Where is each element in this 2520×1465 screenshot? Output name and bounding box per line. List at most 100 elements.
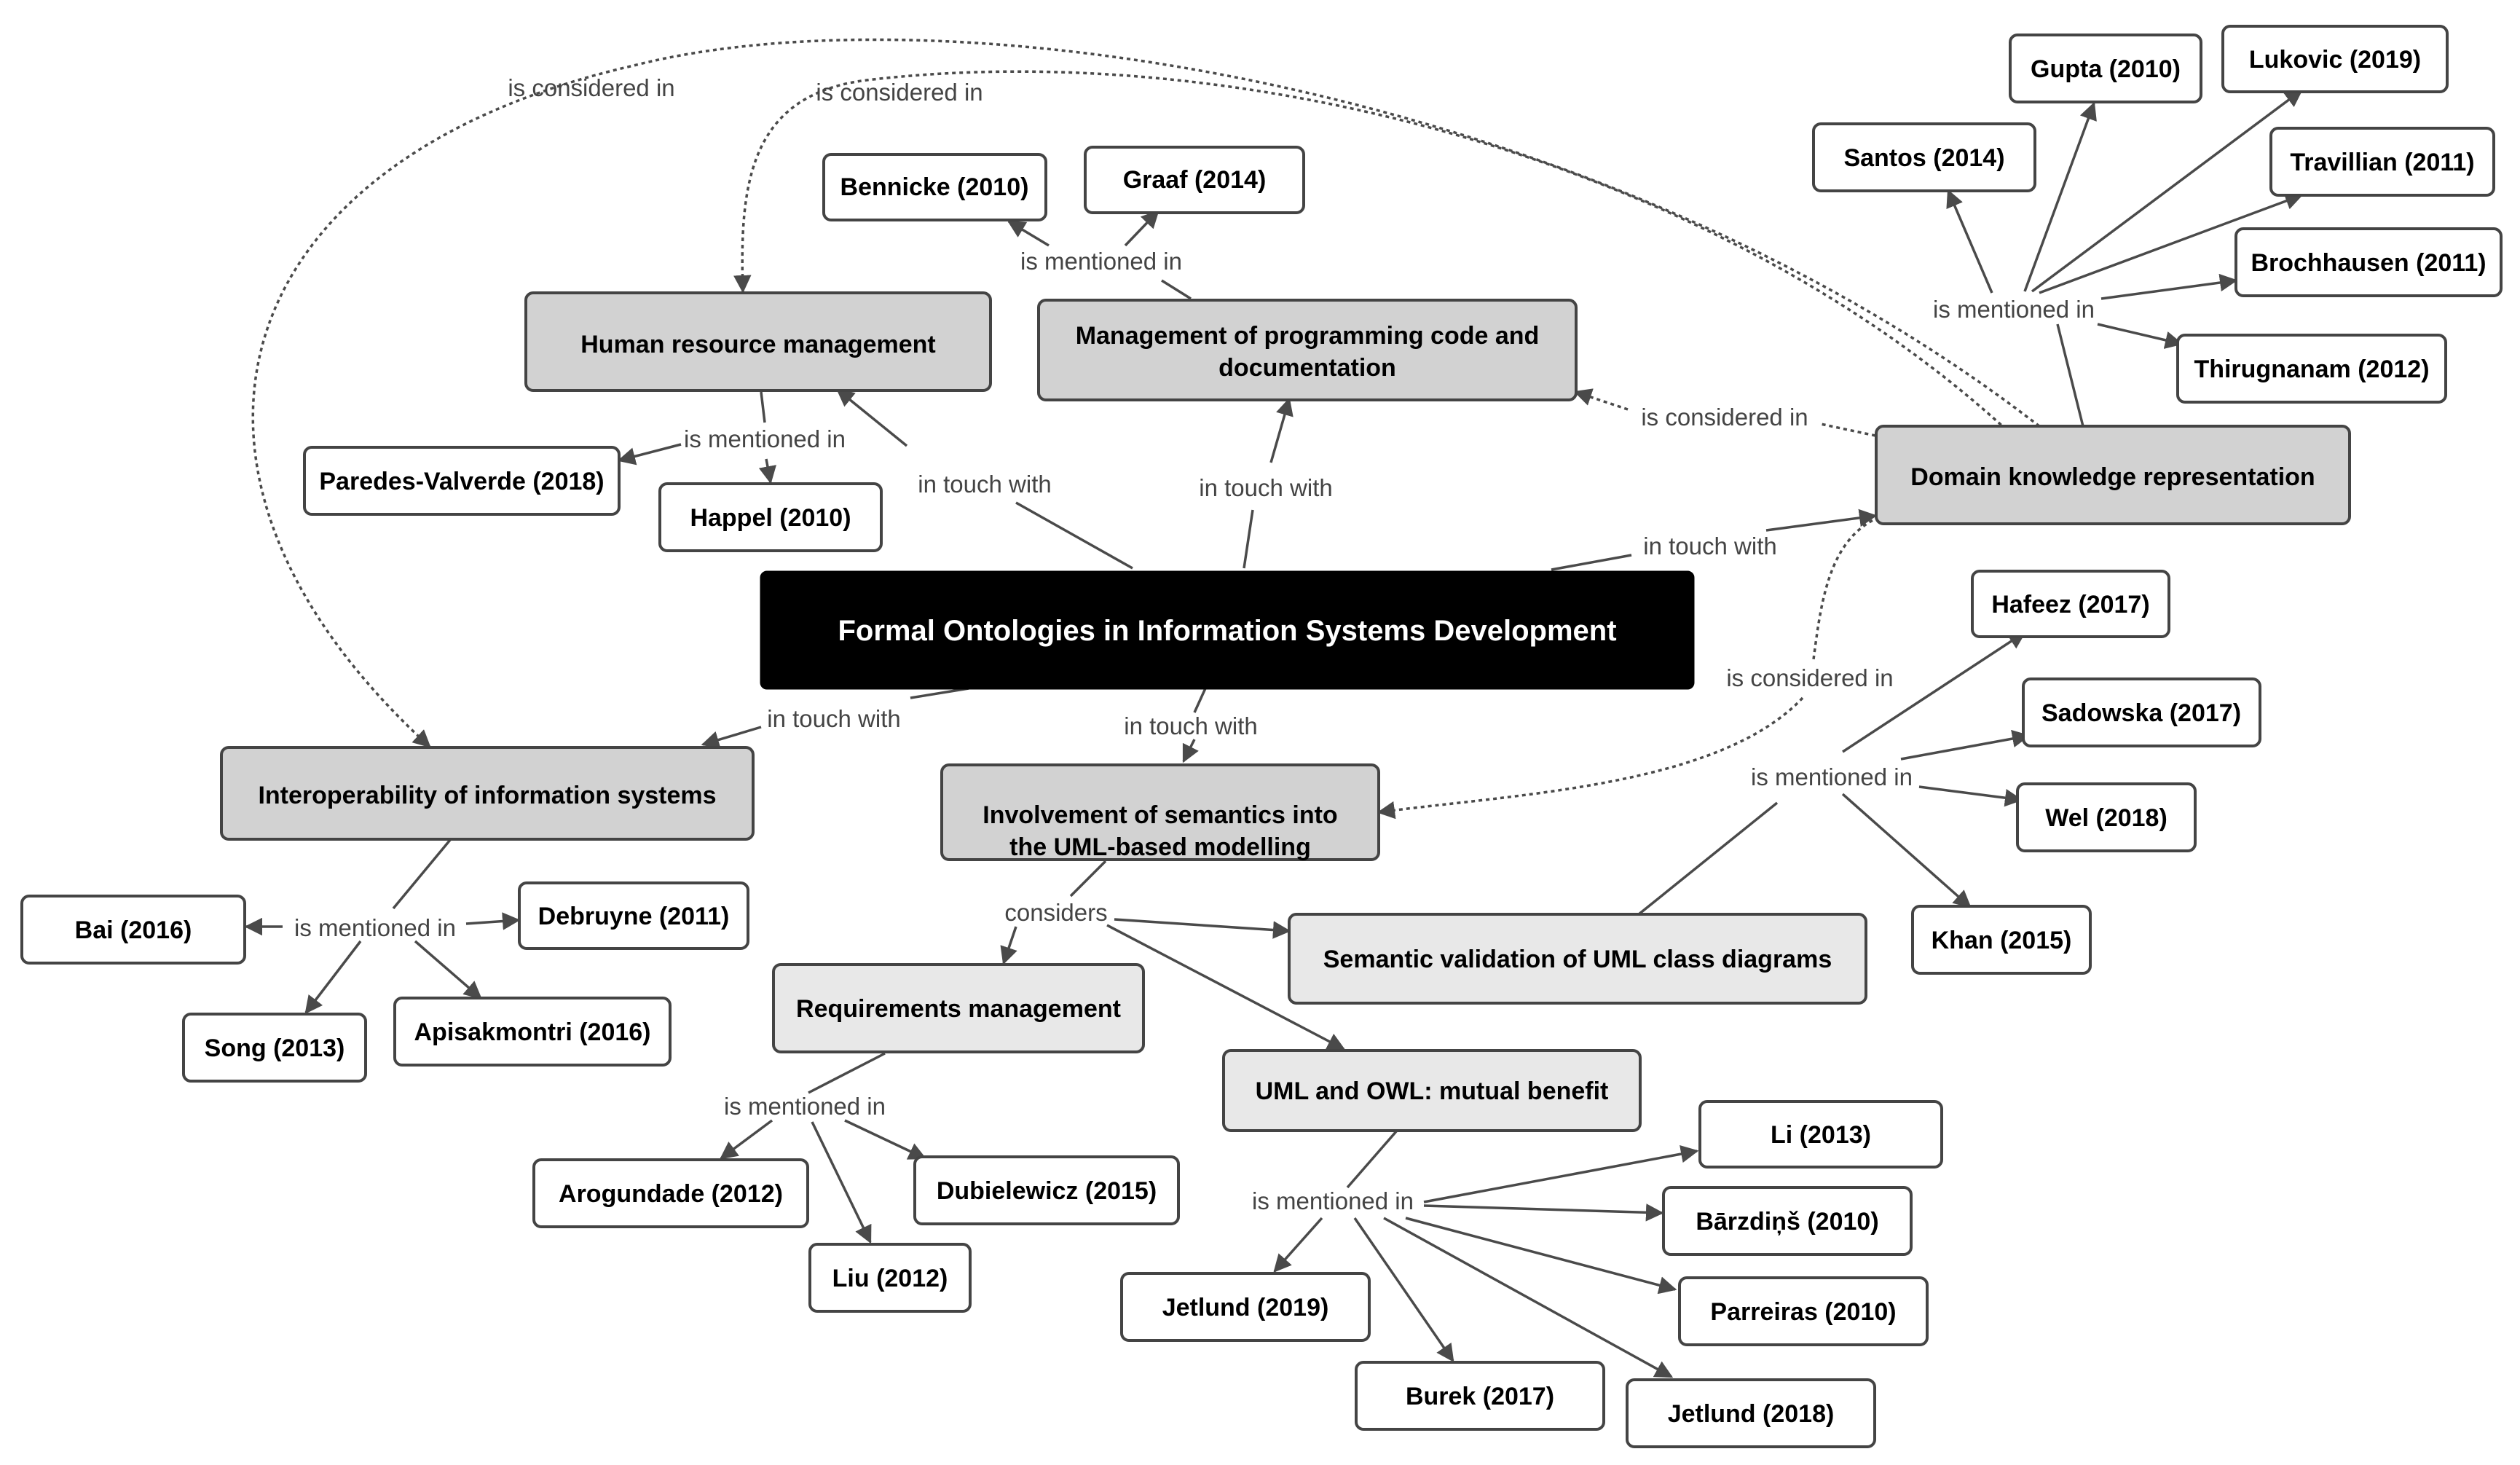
label-mentioned-umlowl: is mentioned in <box>1252 1187 1414 1214</box>
ref-label: Gupta (2010) <box>2031 55 2181 83</box>
ref-node[interactable]: Sadowska (2017) <box>2022 677 2261 747</box>
ref-node[interactable]: Bārzdiņš (2010) <box>1662 1186 1913 1256</box>
ref-node[interactable]: Thirugnanam (2012) <box>2176 334 2447 404</box>
ref-label: Li (2013) <box>1771 1121 1871 1149</box>
ref-label: Wel (2018) <box>2045 804 2167 832</box>
ref-label: Arogundade (2012) <box>559 1180 783 1208</box>
topic-node-dkr[interactable]: Domain knowledge representation <box>1875 425 2351 525</box>
label-considered-interop: is considered in <box>508 74 674 101</box>
ref-label: Bārzdiņš (2010) <box>1696 1208 1878 1236</box>
subtopic-node-uml-owl[interactable]: UML and OWL: mutual benefit <box>1222 1049 1642 1132</box>
edge-req-dubielewicz <box>844 1119 927 1160</box>
edge-interop-mention <box>392 838 452 910</box>
ref-label: Liu (2012) <box>832 1265 948 1292</box>
edge-considers-req <box>1000 926 1017 965</box>
ref-node[interactable]: Dubielewicz (2015) <box>913 1155 1180 1225</box>
topic-label-uml-semantics-text: Involvement of semantics into <box>983 801 1337 829</box>
ref-node[interactable]: Apisakmontri (2016) <box>393 997 672 1067</box>
label-considered-hrm: is considered in <box>816 79 983 106</box>
edge-center-code-a <box>1243 509 1254 569</box>
ref-label: Song (2013) <box>205 1034 345 1062</box>
ref-node[interactable]: Li (2013) <box>1698 1100 1943 1169</box>
subtopic-label-validation: Semantic validation of UML class diagram… <box>1323 946 1832 973</box>
edge-center-uml-b <box>1182 739 1199 763</box>
edge-dkr-travillian <box>2039 192 2304 294</box>
edge-center-hrm-a <box>1015 501 1133 570</box>
center-node-label: Formal Ontologies in Information Systems… <box>838 615 1616 647</box>
topic-label-uml-semantics-text-line2: the UML-based modelling <box>1009 833 1311 861</box>
ref-label: Graaf (2014) <box>1123 166 1267 194</box>
ref-node[interactable]: Khan (2015) <box>1911 905 2092 975</box>
ref-node[interactable]: Bai (2016) <box>20 895 246 965</box>
edge-dkr-code-b <box>1573 388 1629 411</box>
ref-node[interactable]: Hafeez (2017) <box>1971 570 2170 638</box>
label-mentioned-dkr: is mentioned in <box>1933 296 2095 323</box>
ref-node[interactable]: Liu (2012) <box>808 1243 972 1313</box>
subtopic-node-validation[interactable]: Semantic validation of UML class diagram… <box>1288 913 1867 1005</box>
ref-node[interactable]: Happel (2010) <box>658 482 883 552</box>
topic-node-hrm[interactable]: Human resource management <box>524 291 992 392</box>
topic-node-interop[interactable]: Interoperability of information systems <box>220 746 755 841</box>
edge-hrm-paredes <box>617 443 682 466</box>
edge-center-dkr-b <box>1765 508 1878 532</box>
label-mentioned-code: is mentioned in <box>1020 248 1182 275</box>
ref-label: Sadowska (2017) <box>2041 699 2241 727</box>
edge-considers-umlowl <box>1106 924 1346 1050</box>
ref-node[interactable]: Bennicke (2010) <box>822 153 1047 221</box>
ref-node[interactable]: Paredes-Valverde (2018) <box>303 446 621 516</box>
edge-dkr-uml-b <box>1377 696 1804 820</box>
edge-center-dkr-a <box>1551 554 1632 571</box>
topic-label-code-text-line2: documentation <box>1218 354 1396 382</box>
ref-node[interactable]: Jetlund (2019) <box>1120 1272 1371 1342</box>
topic-label-hrm: Human resource management <box>580 331 936 358</box>
ref-label: Jetlund (2018) <box>1668 1400 1835 1428</box>
edge-hrm-happel <box>758 458 776 484</box>
ref-node[interactable]: Graaf (2014) <box>1084 146 1305 214</box>
ref-node[interactable]: Burek (2017) <box>1355 1361 1605 1431</box>
topic-node-uml-semantics[interactable]: Involvement of semantics into the UML-bas… <box>940 763 1380 861</box>
ref-node[interactable]: Lukovic (2019) <box>2221 25 2449 93</box>
edge-umlowl-burek <box>1353 1217 1454 1363</box>
label-mentioned-req: is mentioned in <box>724 1093 886 1120</box>
edge-dkr-uml-a <box>1812 516 1880 660</box>
ref-node[interactable]: Gupta (2010) <box>2009 34 2202 103</box>
ref-node[interactable]: Wel (2018) <box>2016 782 2197 852</box>
ref-node[interactable]: Travillian (2011) <box>2269 127 2495 197</box>
edge-dkr-lukovic <box>2031 89 2303 293</box>
ref-node[interactable]: Brochhausen (2011) <box>2234 227 2503 297</box>
ref-label: Thirugnanam (2012) <box>2194 356 2429 383</box>
edge-validation-khan <box>1841 793 1972 908</box>
edge-validation-wel <box>1918 785 2023 807</box>
ref-node[interactable]: Santos (2014) <box>1812 122 2036 192</box>
subtopic-node-req[interactable]: Requirements management <box>772 963 1145 1053</box>
edge-dkr-brochhausen <box>2100 273 2238 300</box>
subtopic-label-req: Requirements management <box>796 995 1121 1023</box>
reference-nodes: Bennicke (2010) Graaf (2014) Paredes-Val… <box>20 25 2503 1448</box>
ref-label: Lukovic (2019) <box>2249 46 2421 74</box>
ref-label: Parreiras (2010) <box>1710 1298 1896 1326</box>
ref-label: Hafeez (2017) <box>1991 591 2149 618</box>
edge-umlowl-barzdins <box>1423 1203 1664 1222</box>
ref-label: Jetlund (2019) <box>1162 1294 1329 1321</box>
center-node[interactable]: Formal Ontologies in Information Systems… <box>760 570 1695 690</box>
ref-node[interactable]: Arogundade (2012) <box>532 1158 809 1228</box>
label-in-touch-hrm: in touch with <box>918 471 1051 498</box>
label-mentioned-validation: is mentioned in <box>1751 763 1913 790</box>
edge-umlowl-jetlund2018 <box>1383 1217 1674 1378</box>
edge-code-graaf <box>1124 210 1159 247</box>
label-mentioned-interop: is mentioned in <box>294 914 456 941</box>
ref-label: Brochhausen (2011) <box>2251 249 2486 277</box>
label-in-touch-interop: in touch with <box>767 705 900 732</box>
label-considers: considers <box>1004 899 1107 926</box>
edge-validation-sadowska <box>1900 729 2031 761</box>
ref-node[interactable]: Debruyne (2011) <box>518 881 749 950</box>
edge-req-arogundade <box>720 1119 773 1160</box>
ref-node[interactable]: Song (2013) <box>182 1013 367 1083</box>
edge-validation-mention <box>1637 801 1779 916</box>
edge-center-interop-a <box>910 687 969 699</box>
label-in-touch-code: in touch with <box>1199 474 1332 501</box>
ref-node[interactable]: Jetlund (2018) <box>1626 1378 1876 1448</box>
ref-node[interactable]: Parreiras (2010) <box>1678 1276 1929 1346</box>
